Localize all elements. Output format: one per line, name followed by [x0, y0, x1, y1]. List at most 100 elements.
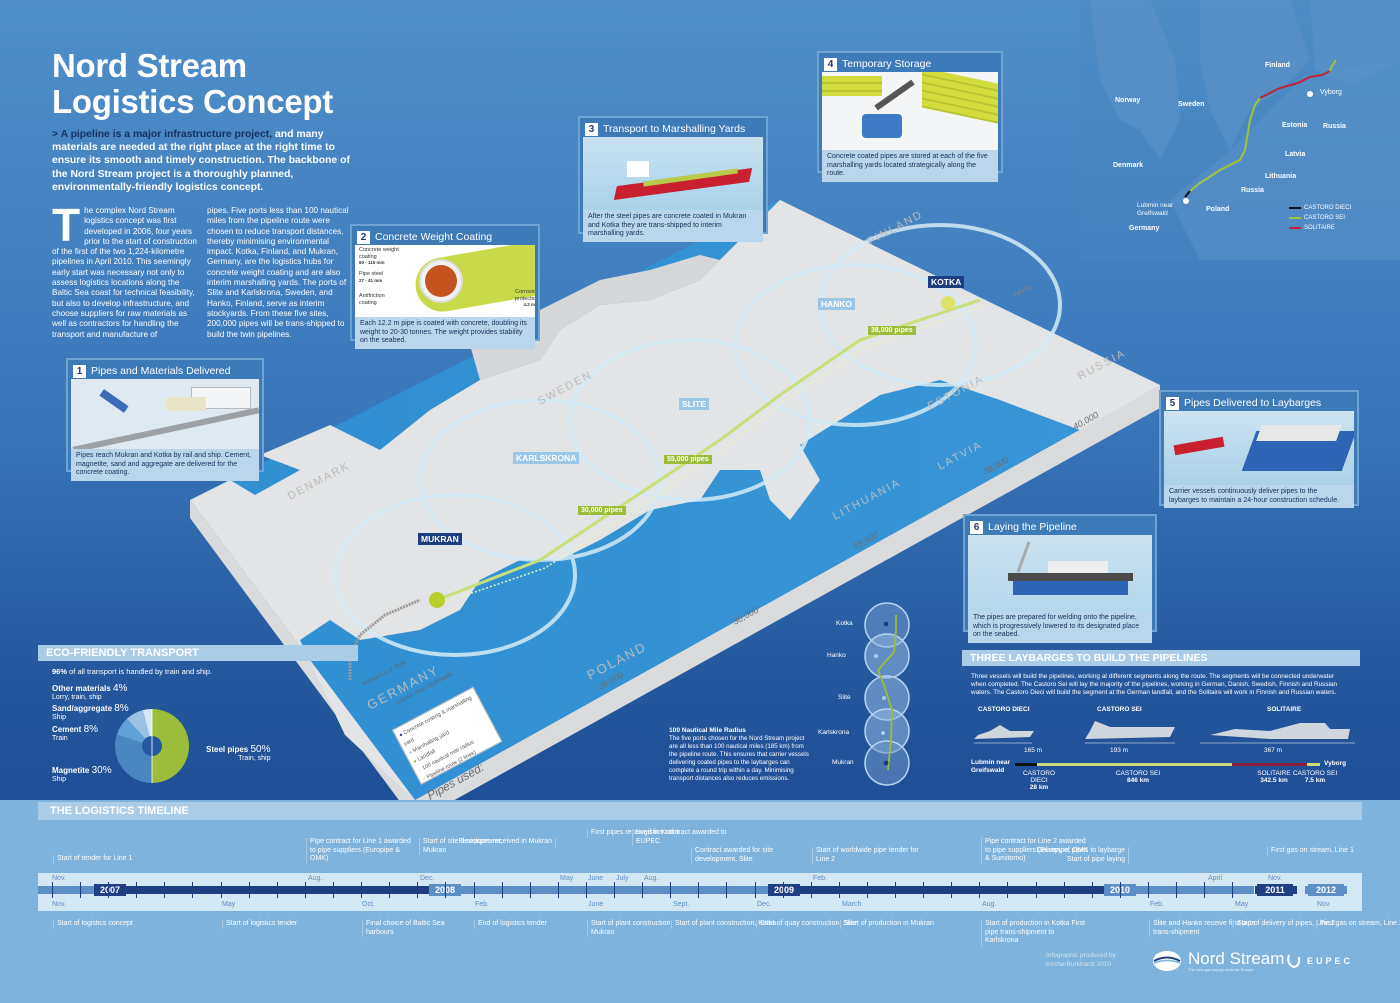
timeline-bar-2006-07 [38, 886, 98, 894]
timeline-tick [811, 882, 812, 898]
eupec-logo-icon [1287, 954, 1301, 969]
step-number-badge: 2 [357, 230, 370, 244]
timeline-bar-2010 [1108, 886, 1254, 894]
svg-text:40,000: 40,000 [1071, 410, 1100, 432]
timeline-month-label: Aug. [308, 875, 323, 882]
timeline-event: Start of quay construction, Slite [756, 920, 864, 929]
illustration-rail-truck [71, 379, 259, 449]
timeline-tick [698, 882, 699, 898]
radius-port-diagram [864, 602, 910, 786]
callout-caption: After the steel pipes are concrete coate… [583, 210, 763, 242]
timeline-month-label: July [616, 875, 629, 882]
map-label-russia: Russia [1323, 123, 1346, 130]
map-label-finland: Finland [1265, 62, 1290, 69]
timeline-event: First pipes received in Mukran [448, 838, 556, 847]
timeline-event: Contract awarded for site development, S… [691, 847, 799, 865]
timeline-month-label: March [842, 901, 862, 908]
callout-laybarge-delivery: 5 Pipes Delivered to Laybarges Carrier ve… [1159, 390, 1359, 509]
timeline-month-label: Dec. [420, 875, 435, 882]
timeline-event: Start of site development, Mukran [419, 838, 527, 856]
dropcap: T [52, 199, 81, 251]
nord-stream-logo-icon [1153, 951, 1181, 971]
timeline-tick [1176, 882, 1177, 898]
radius-label-slite: Slite [838, 694, 851, 701]
timeline-event: Pipe contract for Line 2 awarded to pipe… [981, 838, 1089, 864]
partner-name: EUPEC [1307, 956, 1354, 966]
timeline-tick [642, 882, 643, 898]
timeline-tick [136, 882, 137, 898]
timeline-event: Start of worldwide pipe tender for Line … [812, 847, 920, 865]
port-label-hanko: HANKO [818, 298, 856, 310]
timeline-bar-2008-09 [460, 886, 770, 894]
footer-credit: Infographic produced by KircherBurkhardt… [1046, 952, 1116, 968]
step-number-badge: 5 [1166, 396, 1179, 410]
timeline-tick [951, 882, 952, 898]
timeline-tick [221, 882, 222, 898]
map-label-estonia: Estonia [1282, 122, 1308, 129]
callout-caption: Carrier vessels continuously deliver pip… [1164, 485, 1354, 509]
timeline-event: Start of delivery of pipes, Line 2 [1233, 920, 1341, 929]
timeline-month-label: May [560, 875, 574, 882]
timeline-tick [1204, 882, 1205, 898]
timeline-tick [558, 882, 559, 898]
port-label-karlskrona: KARLSKRONA [513, 452, 580, 464]
svg-text:RUSSIA: RUSSIA [1076, 347, 1128, 382]
callout-title: Temporary Storage [842, 58, 932, 70]
label-corrosion: Corrosion protection4.2 mm [514, 289, 535, 307]
route-end-label: Vyborg [1324, 760, 1347, 767]
eco-label-other: Other materials 4%Lorry, train, ship [52, 683, 128, 702]
map-label-latvia: Latvia [1285, 151, 1306, 158]
vessel-name-castoro-dieci: CASTORO DIECI [978, 706, 1030, 713]
eco-section-heading: ECO-FRIENDLY TRANSPORT [38, 645, 358, 661]
timeline-event: First gas on stream, Line 2 [1316, 920, 1400, 929]
timeline-event: First gas on stream, Line 1 [1267, 847, 1375, 856]
transport-donut-chart [115, 709, 189, 783]
timeline-month-label: Oct. [362, 901, 375, 908]
radius-heading: 100 Nautical Mile Radius [669, 727, 746, 734]
svg-text:30,000: 30,000 [731, 605, 760, 627]
timeline-tick [530, 882, 531, 898]
timeline-event: Slite and Hanko receive first pipe trans… [1149, 920, 1257, 938]
eco-intro-text: of all transport is handled by train and… [67, 667, 213, 676]
callout-title: Pipes Delivered to Laybarges [1184, 397, 1322, 409]
illustration-laying-barge [968, 535, 1152, 611]
timeline-month-label: Nov. [1317, 901, 1331, 908]
illustration-laybarge-supply [1164, 411, 1354, 485]
timeline-tick [670, 882, 671, 898]
place-muelheim: Mülheim a.d. Ruhr [361, 659, 408, 688]
body-column-2: pipes. Five ports less than 100 nautical… [207, 206, 349, 339]
timeline-event: Start of logistics concept [53, 920, 161, 929]
step-number-badge: 4 [824, 57, 837, 71]
timeline-tick [614, 882, 615, 898]
timeline-tick [979, 882, 980, 898]
timeline-tick [108, 882, 109, 898]
pipe-count-hanko: 38,000 pipes [868, 326, 916, 335]
timeline-tick [895, 882, 896, 898]
radius-text: The five ports chosen for the Nord Strea… [669, 735, 809, 782]
svg-text:ESTONIA: ESTONIA [926, 373, 986, 413]
segment-castoro-dieci [1015, 763, 1037, 766]
timeline-tick [277, 882, 278, 898]
timeline-month-label: Feb. [475, 901, 490, 908]
segment-solitaire [1232, 763, 1307, 766]
title-line-1: Nord Stream [52, 47, 247, 84]
callout-title: Pipes and Materials Delivered [91, 365, 231, 377]
timeline-tick [80, 882, 81, 898]
svg-text:LITHUANIA: LITHUANIA [831, 477, 903, 523]
timeline-month-label: Nov. [52, 901, 66, 908]
timeline-tick [192, 882, 193, 898]
legend-swatch-castoro-sei [1289, 217, 1301, 219]
vessel-name-solitaire: SOLITAIRE [1267, 706, 1302, 713]
illustration-pipe-storage [822, 72, 998, 150]
legend-swatch-castoro-dieci [1289, 207, 1301, 209]
callout-caption: Each 12.2 m pipe is coated with concrete… [355, 317, 535, 349]
timeline-tick [783, 882, 784, 898]
segment-bar [1015, 763, 1320, 766]
radius-label-karlskrona: Karlskrona [818, 729, 850, 736]
year-2012: 2012 [1308, 884, 1344, 896]
